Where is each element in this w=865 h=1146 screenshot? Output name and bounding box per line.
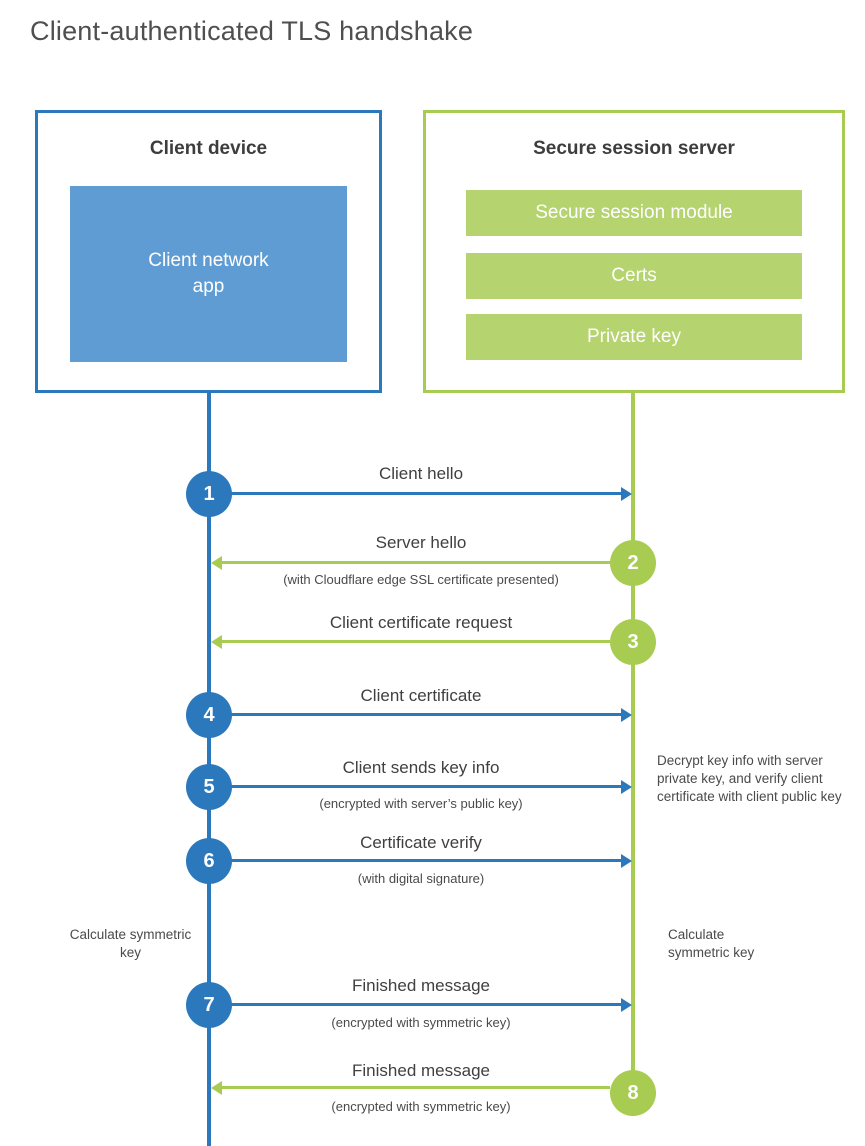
arrowhead-step-1 — [621, 487, 632, 501]
client-device-box: Client device Client network app — [35, 110, 382, 393]
step-sub-2: (with Cloudflare edge SSL certificate pr… — [283, 572, 559, 587]
server-lifeline — [631, 393, 635, 1116]
step-circle-4: 4 — [186, 692, 232, 738]
step-circle-6: 6 — [186, 838, 232, 884]
arrowhead-step-4 — [621, 708, 632, 722]
arrow-step-2 — [222, 561, 610, 564]
step-circle-1: 1 — [186, 471, 232, 517]
step-label-7: Finished message — [352, 976, 490, 995]
client-network-app-label: Client network app — [148, 250, 269, 297]
step-label-2: Server hello — [375, 533, 467, 552]
step-label-8: Finished message — [352, 1061, 490, 1080]
arrow-step-3 — [222, 640, 610, 643]
page-title: Client-authenticated TLS handshake — [30, 16, 474, 46]
step-sub-6: (with digital signature) — [357, 871, 485, 886]
arrow-step-4 — [231, 713, 621, 716]
decrypt-key-note: Decrypt key info with server private key… — [657, 753, 842, 804]
step-circle-8: 8 — [610, 1070, 656, 1116]
arrowhead-step-8 — [211, 1081, 222, 1095]
server-box-title: Secure session server — [533, 138, 735, 159]
client-box-title: Client device — [149, 138, 268, 159]
arrowhead-step-5 — [621, 780, 632, 794]
step-circle-5: 5 — [186, 764, 232, 810]
client-network-app: Client network app — [70, 186, 347, 362]
arrow-step-1 — [231, 492, 621, 495]
arrow-step-5 — [231, 785, 621, 788]
arrowhead-step-7 — [621, 998, 632, 1012]
step-label-3: Client certificate request — [329, 613, 513, 632]
server-module-secure-session: Secure session module — [466, 190, 802, 236]
step-label-5: Client sends key info — [342, 758, 500, 777]
step-circle-7: 7 — [186, 982, 232, 1028]
step-sub-7: (encrypted with symmetric key) — [331, 1015, 511, 1030]
step-sub-5: (encrypted with server’s public key) — [319, 796, 523, 811]
arrow-step-7 — [231, 1003, 621, 1006]
calculate-symmetric-key-left: Calculate symmetric key — [69, 927, 192, 960]
server-module-certs: Certs — [466, 253, 802, 299]
calculate-symmetric-key-right: Calculate symmetric key — [668, 927, 755, 960]
arrowhead-step-2 — [211, 556, 222, 570]
step-circle-3: 3 — [610, 619, 656, 665]
secure-session-server-box: Secure session server Secure session mod… — [423, 110, 845, 393]
server-module-private-key: Private key — [466, 314, 802, 360]
arrowhead-step-6 — [621, 854, 632, 868]
step-sub-8: (encrypted with symmetric key) — [331, 1099, 511, 1114]
step-label-1: Client hello — [378, 464, 464, 483]
step-label-4: Client certificate — [360, 686, 482, 705]
arrowhead-step-3 — [211, 635, 222, 649]
step-circle-2: 2 — [610, 540, 656, 586]
step-label-6: Certificate verify — [360, 833, 482, 852]
arrow-step-6 — [231, 859, 621, 862]
arrow-step-8 — [222, 1086, 610, 1089]
